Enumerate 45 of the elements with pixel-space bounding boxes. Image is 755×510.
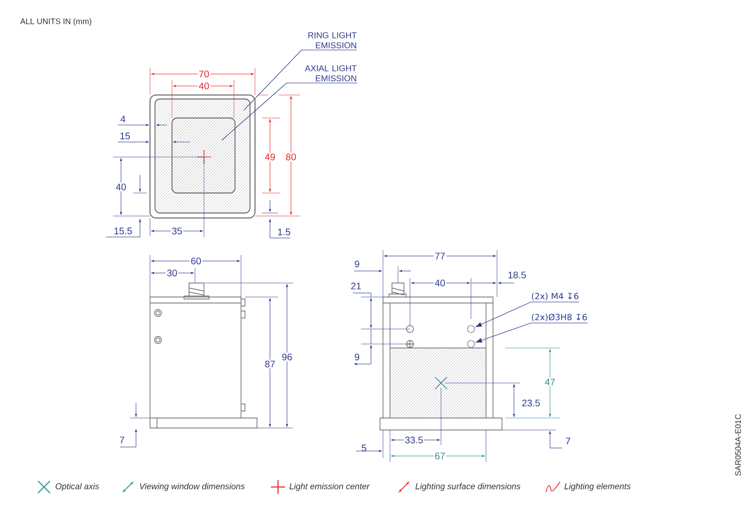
mounting-hole bbox=[467, 340, 475, 348]
note-text: ALL UNITS IN (mm) bbox=[20, 18, 92, 26]
dimension-value: 7 bbox=[566, 438, 570, 444]
dimension-value: 5 bbox=[362, 444, 366, 452]
dimension-value: 15 bbox=[120, 132, 130, 140]
drawing-number: SAR0504A-E01C bbox=[735, 414, 741, 476]
legend-text: Viewing window dimensions bbox=[140, 483, 245, 491]
mounting-hole bbox=[467, 325, 475, 333]
dimension-value: 9 bbox=[354, 260, 360, 268]
dimension-value: 30 bbox=[166, 268, 178, 278]
dimension-value: 70 bbox=[198, 70, 210, 78]
leader-line bbox=[476, 302, 580, 328]
dimension-value: 15.5 bbox=[114, 228, 132, 234]
leader-line bbox=[243, 50, 358, 111]
callout-text: AXIAL LIGHT EMISSION bbox=[304, 65, 357, 82]
callout-text: (2x)Ø3H8 ↧6 bbox=[532, 314, 587, 322]
dimension-value: 60 bbox=[190, 256, 202, 266]
dimension-value: 49 bbox=[264, 152, 276, 162]
dimension-value: 33.5 bbox=[404, 436, 424, 444]
dimension-value: 9 bbox=[354, 354, 360, 360]
dimension-value: 23.5 bbox=[522, 400, 540, 406]
leader-line bbox=[222, 82, 358, 141]
dimension-value: 67 bbox=[434, 452, 446, 460]
callout-text: (2x) M4 ↧6 bbox=[532, 292, 578, 300]
dimension-value: 47 bbox=[544, 378, 556, 386]
hatched-area bbox=[172, 118, 236, 194]
dimension-value: 18.5 bbox=[508, 272, 526, 278]
leader-line bbox=[476, 322, 588, 343]
dimension-value: 80 bbox=[284, 152, 298, 162]
dimension-value: 7 bbox=[120, 436, 124, 444]
legend-text: Optical axis bbox=[56, 483, 99, 491]
callout-text: RING LIGHT EMISSION bbox=[308, 32, 357, 48]
dimension-value: 87 bbox=[264, 360, 276, 368]
dimension-value: 4 bbox=[120, 116, 126, 122]
dimension-value: 40 bbox=[114, 182, 128, 192]
dimension-value: 21 bbox=[351, 282, 361, 290]
dimension-value: 40 bbox=[434, 278, 446, 288]
dimension-value: 1.5 bbox=[278, 228, 290, 236]
legend-text: Light emission center bbox=[289, 483, 370, 491]
dimension-value: 96 bbox=[280, 352, 294, 362]
legend-text: Lighting surface dimensions bbox=[415, 483, 520, 491]
dimension-value: 40 bbox=[198, 82, 210, 90]
dimension-value: 35 bbox=[170, 226, 184, 236]
dimension-value: 77 bbox=[434, 252, 446, 260]
legend-text: Lighting elements bbox=[564, 483, 631, 491]
